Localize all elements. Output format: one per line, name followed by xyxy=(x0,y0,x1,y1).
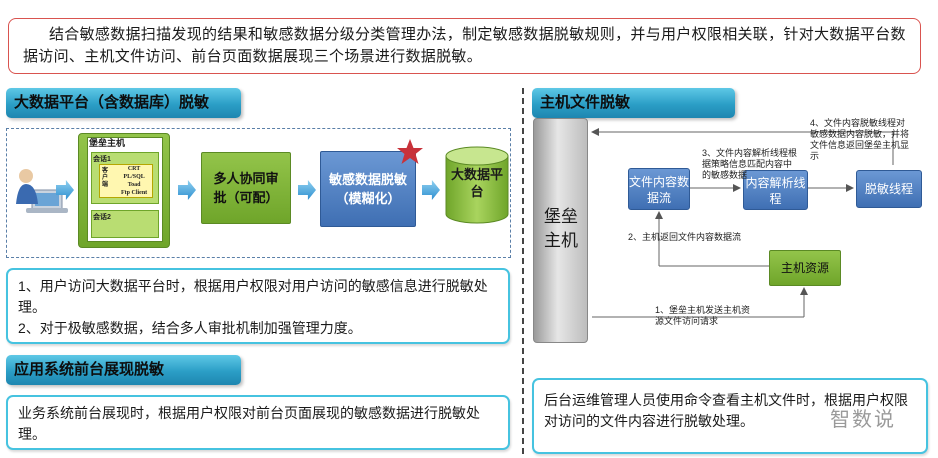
desens-thread-label: 脱敏线程 xyxy=(864,182,913,196)
approval-label: 多人协同审批（可配） xyxy=(213,171,279,205)
flow-arrow-2 xyxy=(178,180,196,200)
intro-text: 结合敏感数据扫描发现的结果和敏感数据分级分类管理办法，制定敏感数据脱敏规则，并与… xyxy=(23,26,906,65)
bigdata-flow-box xyxy=(6,128,511,258)
tool-crt: CRT xyxy=(127,166,141,172)
flow-arrow-4 xyxy=(422,180,440,200)
client-label: 客户端 xyxy=(101,168,108,188)
desensitize-label: 敏感数据脱敏（模糊化） xyxy=(328,172,407,206)
fortress-pillar-label: 堡垒主机 xyxy=(544,207,578,250)
fortress-pillar xyxy=(533,118,588,343)
host-resource-box: 主机资源 xyxy=(769,250,841,286)
intro-banner: 结合敏感数据扫描发现的结果和敏感数据分级分类管理办法，制定敏感数据脱敏规则，并与… xyxy=(8,18,921,74)
bigdata-note: 1、用户访问大数据平台时，根据用户权限对用户访问的敏感信息进行脱敏处理。 2、对… xyxy=(6,268,510,344)
desens-thread-box: 脱敏线程 xyxy=(856,170,922,208)
fortress-host-box: 堡垒主机 会话1 客户端 CRT PL/SQL Toad Ftp Client … xyxy=(78,133,170,248)
tool-list: CRT PL/SQL Toad Ftp Client xyxy=(121,165,147,197)
session2-label: 会话2 xyxy=(93,214,111,221)
host-section-title: 主机文件脱敏 xyxy=(532,88,735,118)
app-section-title: 应用系统前台展现脱敏 xyxy=(6,355,241,385)
fortress-host-label: 堡垒主机 xyxy=(89,138,126,148)
parse-thread-box: 内容解析线程 xyxy=(743,170,808,210)
tool-toad: Toad xyxy=(127,182,141,188)
desensitize-box: 敏感数据脱敏（模糊化） xyxy=(320,151,416,227)
step3-label: 3、文件内容解析线程根据策略信息匹配内容中的敏感数据 xyxy=(702,148,798,180)
approval-box: 多人协同审批（可配） xyxy=(201,152,291,224)
step4-label: 4、文件内容脱敏线程对敏感数据内容脱敏，并将文件信息返回堡垒主机显示 xyxy=(810,118,910,161)
bigdata-note-line1: 1、用户访问大数据平台时，根据用户权限对用户访问的敏感信息进行脱敏处理。 xyxy=(18,278,488,315)
app-note: 业务系统前台展现时，根据用户权限对前台页面展现的敏感数据进行脱敏处理。 xyxy=(6,395,510,450)
host-note-text: 后台运维管理人员使用命令查看主机文件时，根据用户权限对访问的文件内容进行脱敏处理… xyxy=(544,392,908,429)
bigdata-platform-cylinder xyxy=(445,146,509,224)
host-resource-label: 主机资源 xyxy=(780,261,829,275)
step2-label: 2、主机返回文件内容数据流 xyxy=(628,232,742,242)
app-note-text: 业务系统前台展现时，根据用户权限对前台页面展现的敏感数据进行脱敏处理。 xyxy=(18,405,480,442)
bigdata-note-line2: 2、对于极敏感数据，结合多人审批机制加强管理力度。 xyxy=(18,320,362,336)
flow-arrow-3 xyxy=(298,180,316,200)
session1-label: 会话1 xyxy=(93,156,111,163)
watermark-text: 智数说 xyxy=(830,409,896,431)
user-computer-icon xyxy=(16,169,68,213)
bigdata-section-title: 大数据平台（含数据库）脱敏 xyxy=(6,88,241,118)
star-icon xyxy=(397,139,423,164)
parse-thread-label: 内容解析线程 xyxy=(745,176,806,206)
file-stream-box: 文件内容数据流 xyxy=(628,168,690,210)
step1-label: 1、堡垒主机发送主机资源文件访问请求 xyxy=(655,305,751,326)
file-stream-label: 文件内容数据流 xyxy=(629,175,690,205)
tool-ftp: Ftp Client xyxy=(121,190,148,196)
flow-arrow-1 xyxy=(56,180,74,200)
host-note: 后台运维管理人员使用命令查看主机文件时，根据用户权限对访问的文件内容进行脱敏处理… xyxy=(532,378,928,454)
section-divider xyxy=(522,88,524,454)
platform-label: 大数据平台 xyxy=(450,167,503,199)
tool-plsql: PL/SQL xyxy=(123,174,145,180)
